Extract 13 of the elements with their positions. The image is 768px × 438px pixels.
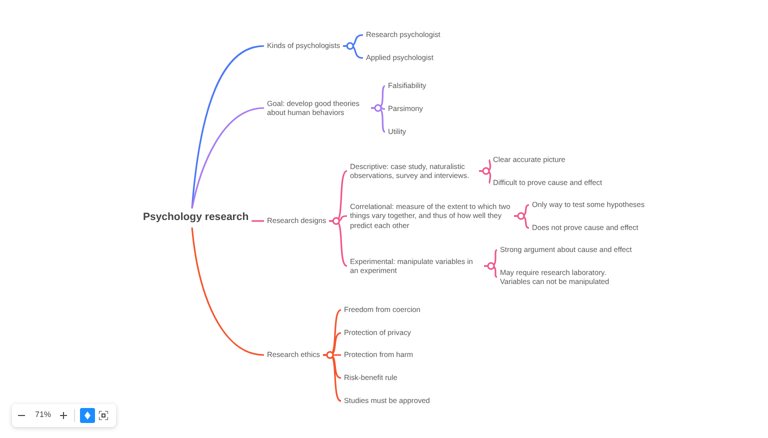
branch-line bbox=[329, 217, 348, 267]
branch-line bbox=[343, 42, 364, 59]
branch-line bbox=[191, 107, 264, 209]
branch-line bbox=[252, 220, 264, 222]
branch-line bbox=[323, 351, 342, 402]
branch-line bbox=[191, 45, 264, 209]
branch-line bbox=[371, 104, 386, 133]
zoom-level: 71% bbox=[35, 410, 52, 419]
branch-line bbox=[514, 212, 530, 229]
branch-line bbox=[191, 227, 264, 356]
branch-line bbox=[479, 167, 492, 184]
central-topic: Psychology research bbox=[143, 211, 249, 225]
branch-line bbox=[484, 262, 498, 278]
